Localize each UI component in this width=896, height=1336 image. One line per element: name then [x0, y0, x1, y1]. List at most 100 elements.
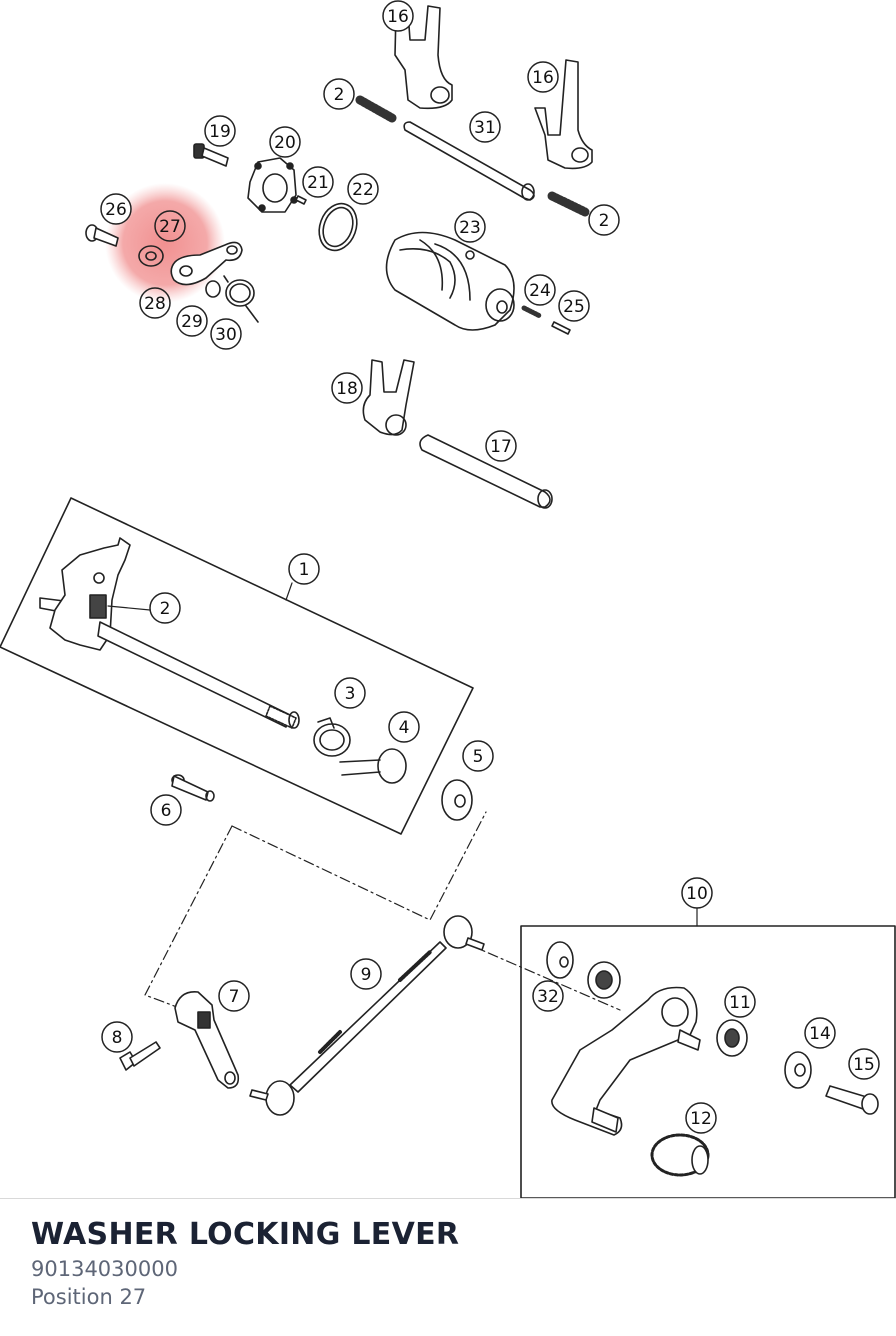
- svg-text:21: 21: [307, 173, 329, 193]
- callout-layer: 16 16 2 31 2 19 20 21 22 26 27 23 28 29 …: [100, 0, 880, 1134]
- callout-31: 31: [469, 111, 501, 143]
- svg-text:5: 5: [473, 747, 484, 767]
- washer-27: [138, 245, 164, 267]
- pedal-assembly-10: [546, 941, 879, 1177]
- svg-text:25: 25: [563, 297, 585, 317]
- spring-right: [547, 191, 590, 217]
- svg-text:27: 27: [159, 217, 181, 237]
- shaft-17: [419, 434, 553, 509]
- svg-text:1: 1: [299, 560, 310, 580]
- svg-text:22: 22: [352, 180, 374, 200]
- callout-20: 20: [269, 126, 301, 158]
- spring-24: [521, 305, 543, 319]
- svg-text:8: 8: [112, 1028, 123, 1048]
- svg-text:2: 2: [160, 599, 171, 619]
- part-name: WASHER LOCKING LEVER: [31, 1217, 460, 1252]
- callout-3: 3: [334, 677, 366, 709]
- callout-22: 22: [347, 173, 379, 205]
- callout-26: 26: [100, 193, 132, 225]
- svg-text:12: 12: [690, 1109, 712, 1129]
- part-position: Position 27: [31, 1285, 147, 1309]
- callout-14: 14: [804, 1017, 836, 1049]
- washer-29: [205, 280, 221, 298]
- callout-10: 10: [681, 877, 713, 909]
- spring-4: [339, 748, 407, 784]
- locking-lever-28: [170, 241, 243, 286]
- svg-text:6: 6: [161, 801, 172, 821]
- svg-text:29: 29: [181, 312, 203, 332]
- pin-21: [295, 195, 307, 205]
- callout-25: 25: [558, 290, 590, 322]
- clip-3: [313, 717, 351, 757]
- svg-text:4: 4: [399, 718, 410, 738]
- callout-2b: 2: [588, 204, 620, 236]
- svg-text:2: 2: [599, 211, 610, 231]
- shaft-31: [403, 121, 535, 201]
- svg-text:24: 24: [529, 281, 551, 301]
- leader-lines: [107, 582, 698, 927]
- spring-30: [223, 275, 259, 323]
- washer-5: [441, 779, 473, 821]
- part-info-footer: WASHER LOCKING LEVER 90134030000 Positio…: [0, 1198, 896, 1336]
- callout-16a: 16: [382, 0, 414, 32]
- shift-star-20: [247, 157, 298, 213]
- svg-text:11: 11: [729, 993, 751, 1013]
- svg-text:18: 18: [336, 379, 358, 399]
- callout-29: 29: [176, 305, 208, 337]
- callout-16b: 16: [527, 61, 559, 93]
- bolt-6: [171, 774, 215, 802]
- svg-text:20: 20: [274, 133, 296, 153]
- shift-fork-right: [534, 59, 593, 170]
- svg-text:3: 3: [345, 684, 356, 704]
- ring-22: [318, 202, 358, 252]
- callout-6: 6: [150, 794, 182, 826]
- svg-text:23: 23: [459, 218, 481, 238]
- svg-text:16: 16: [387, 7, 409, 27]
- callout-19: 19: [204, 115, 236, 147]
- callout-27-highlighted: 27: [154, 210, 186, 242]
- exploded-parts-diagram: 16 16 2 31 2 19 20 21 22 26 27 23 28 29 …: [0, 0, 896, 1198]
- svg-text:30: 30: [215, 325, 237, 345]
- callout-30: 30: [210, 318, 242, 350]
- shift-fork-18: [362, 359, 415, 436]
- callout-7: 7: [218, 980, 250, 1012]
- callout-17: 17: [485, 430, 517, 462]
- callout-4: 4: [388, 711, 420, 743]
- bolt-8: [119, 1041, 161, 1071]
- callout-2c: 2: [149, 592, 181, 624]
- callout-21: 21: [302, 166, 334, 198]
- svg-text:15: 15: [853, 1055, 875, 1075]
- callout-28: 28: [139, 287, 171, 319]
- bolt-19: [193, 143, 229, 167]
- callout-9: 9: [350, 958, 382, 990]
- shift-lever-7: [174, 991, 240, 1089]
- callout-24: 24: [524, 274, 556, 306]
- callout-5: 5: [462, 740, 494, 772]
- callout-8: 8: [101, 1021, 133, 1053]
- callout-11: 11: [724, 986, 756, 1018]
- svg-text:14: 14: [809, 1024, 831, 1044]
- svg-text:19: 19: [209, 122, 231, 142]
- svg-text:10: 10: [686, 884, 708, 904]
- svg-text:32: 32: [537, 987, 559, 1007]
- shift-drum-23: [385, 231, 515, 331]
- pin-25: [551, 321, 571, 335]
- callout-2a: 2: [323, 78, 355, 110]
- bolt-26: [85, 224, 119, 247]
- callout-12: 12: [685, 1102, 717, 1134]
- svg-text:31: 31: [474, 118, 496, 138]
- group-box-1: [0, 497, 474, 835]
- linkage-dashed-outline: [144, 811, 621, 1011]
- callout-23: 23: [454, 211, 486, 243]
- part-number: 90134030000: [31, 1257, 178, 1281]
- shift-rod-9: [249, 915, 485, 1116]
- svg-text:28: 28: [144, 294, 166, 314]
- shift-fork-top-left: [394, 5, 453, 110]
- callout-32: 32: [532, 980, 564, 1012]
- svg-text:16: 16: [532, 68, 554, 88]
- svg-text:2: 2: [334, 85, 345, 105]
- svg-text:17: 17: [490, 437, 512, 457]
- spring-top: [355, 95, 397, 123]
- shift-shaft-assembly-1: [39, 537, 300, 729]
- svg-text:7: 7: [229, 987, 240, 1007]
